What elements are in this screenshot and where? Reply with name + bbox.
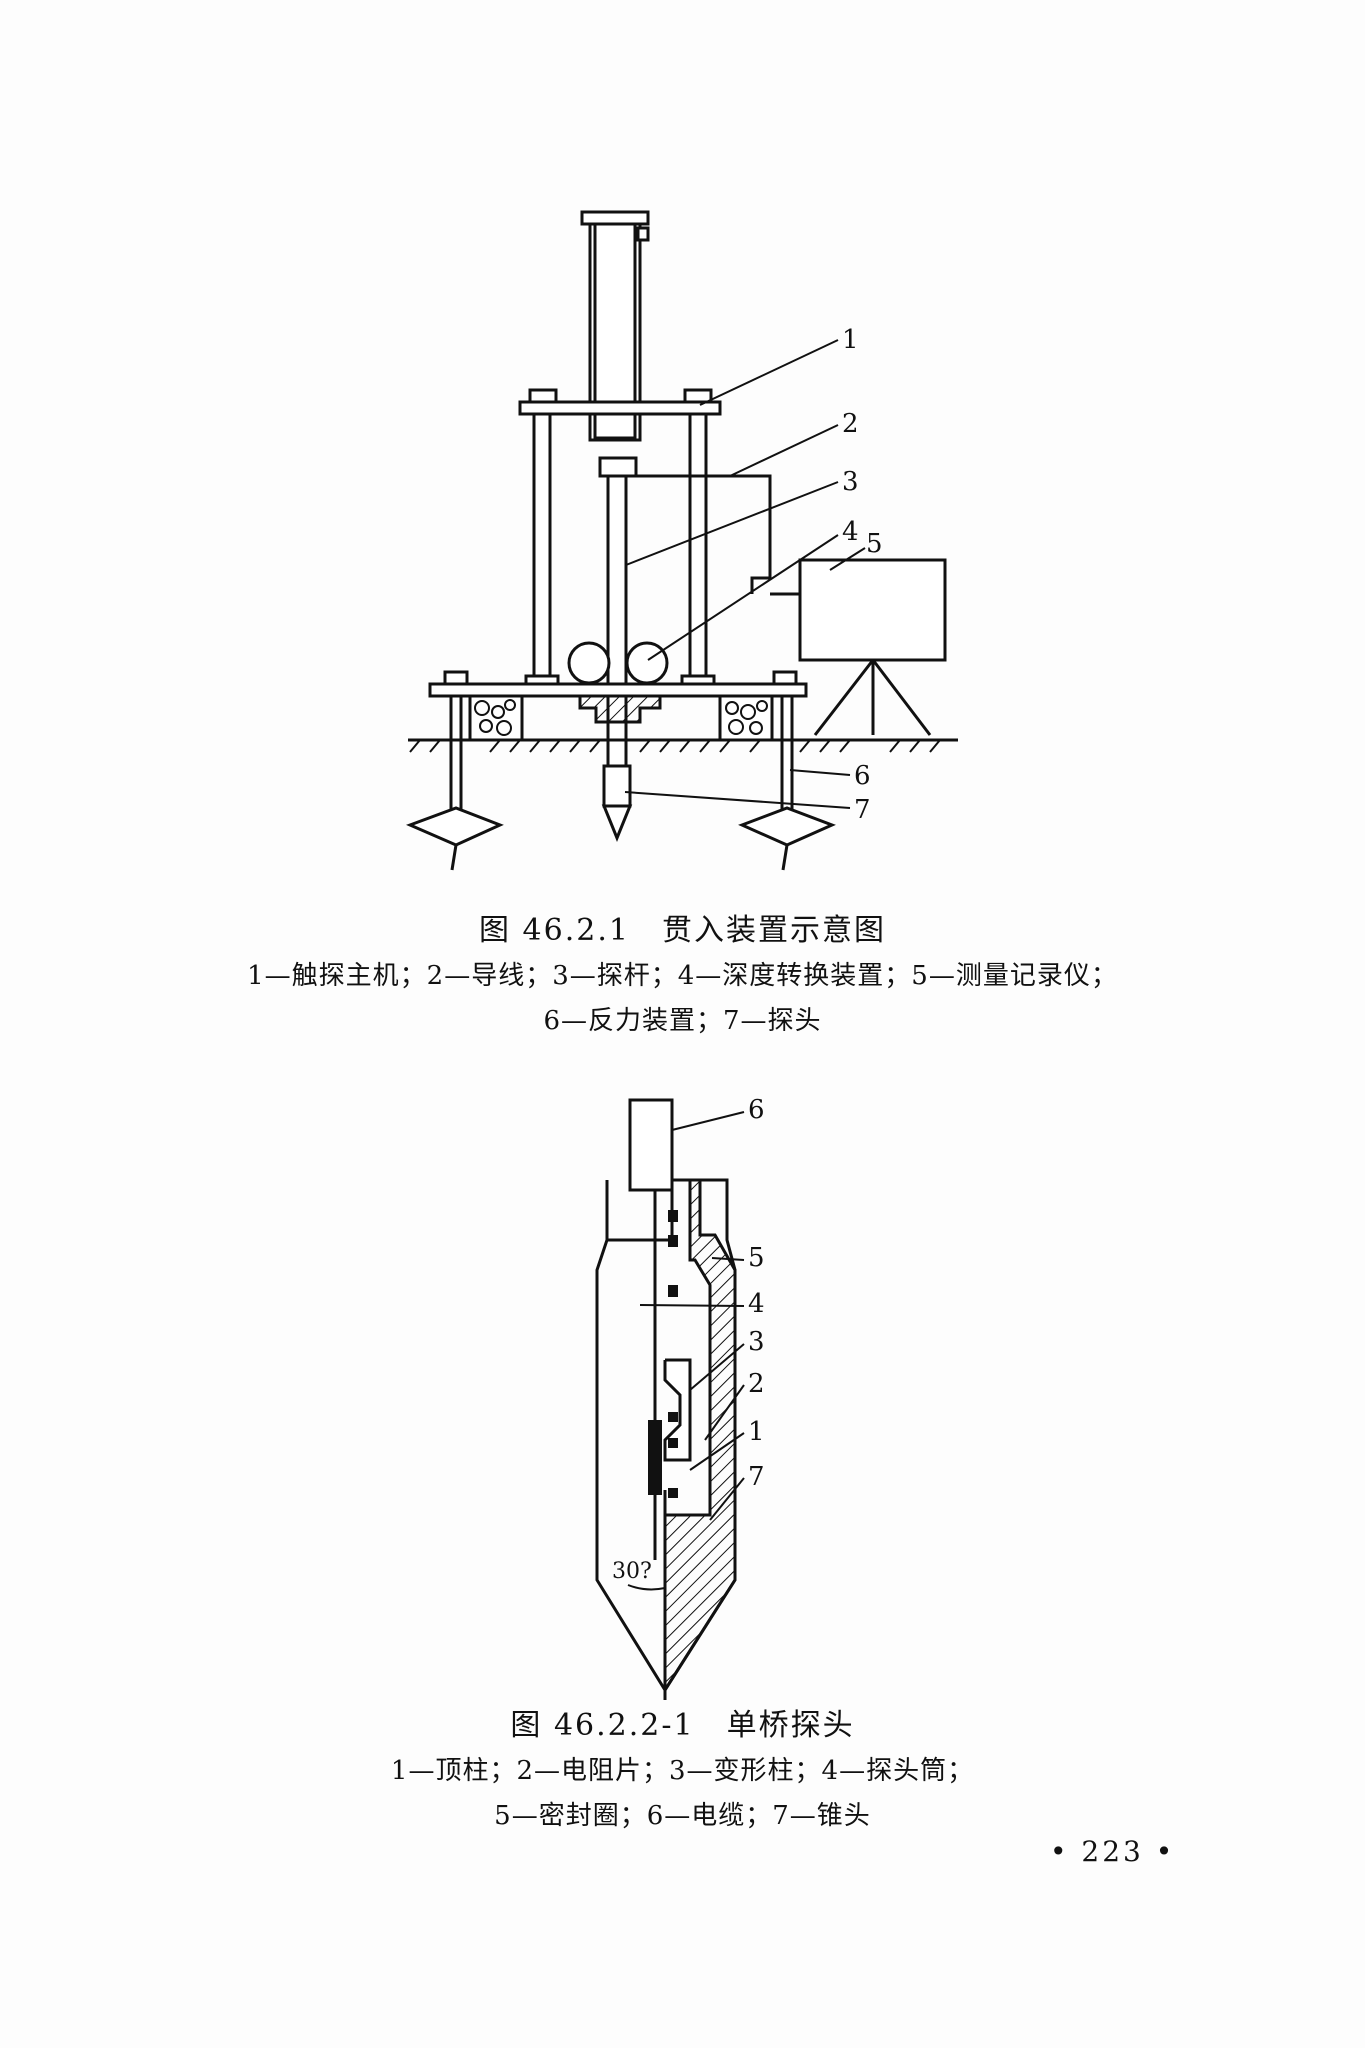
callout-5: 5 — [748, 1243, 765, 1273]
figure1-legend-line2: 6—反力装置；7—探头 — [543, 1006, 822, 1036]
callout-3: 3 — [748, 1327, 765, 1357]
figure2-legend-line1: 1—顶柱；2—电阻片；3—变形柱；4—探头筒； — [390, 1756, 975, 1786]
figure1-caption: 图 46.2.1 贯入装置示意图 — [479, 913, 886, 948]
penetration-device-diagram: 1 2 3 4 5 6 7 — [405, 210, 958, 871]
callout-6: 6 — [854, 761, 871, 791]
callout-3: 3 — [842, 467, 859, 497]
callout-1: 1 — [748, 1417, 765, 1447]
callout-5: 5 — [866, 529, 883, 559]
callout-2: 2 — [842, 409, 859, 439]
callout-7: 7 — [748, 1462, 765, 1492]
callout-2: 2 — [748, 1369, 765, 1399]
callout-7: 7 — [854, 795, 871, 825]
single-bridge-probe-diagram: 30? 6 5 4 3 2 1 7 — [595, 1095, 765, 1700]
callout-6: 6 — [748, 1095, 765, 1125]
figure1-legend-line1: 1—触探主机；2—导线；3—探杆；4—深度转换装置；5—测量记录仪； — [247, 961, 1118, 991]
callout-1: 1 — [842, 325, 859, 355]
page-number: • 223 • — [1050, 1835, 1176, 1868]
figure2-legend-line2: 5—密封圈；6—电缆；7—锥头 — [494, 1801, 871, 1831]
callout-4: 4 — [748, 1289, 765, 1319]
angle-label: 30? — [612, 1559, 652, 1584]
figure2-caption: 图 46.2.2-1 单桥探头 — [510, 1708, 855, 1743]
callout-4: 4 — [842, 517, 859, 547]
